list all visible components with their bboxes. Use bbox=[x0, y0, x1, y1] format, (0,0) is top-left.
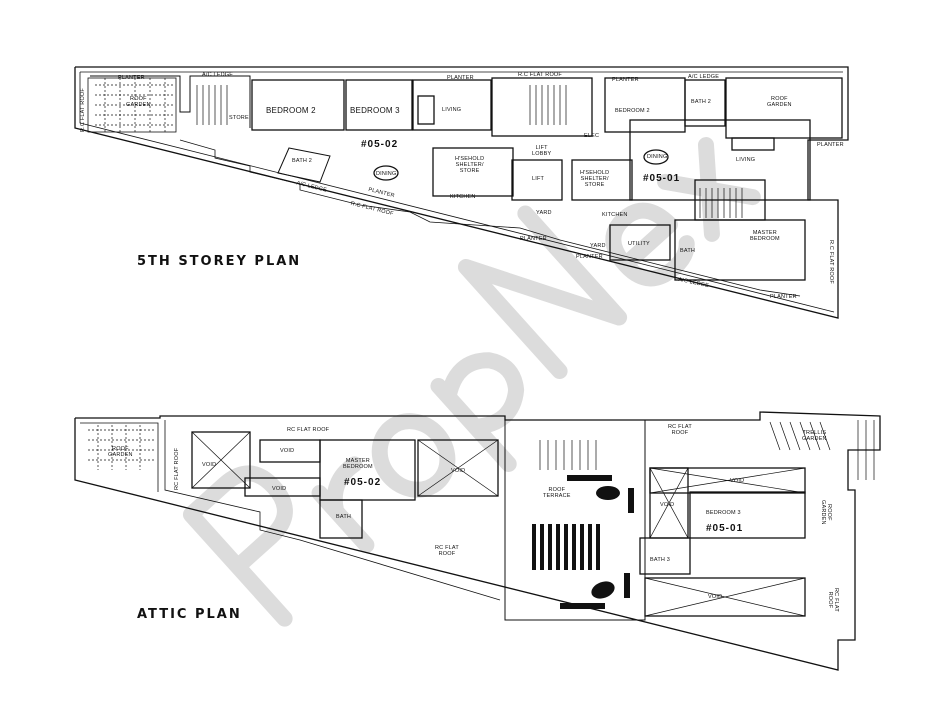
label-bath-3: BATH 3 bbox=[650, 557, 671, 563]
unit-number-0502-attic: #05-02 bbox=[344, 477, 382, 488]
label-kitchen-0501: KITCHEN bbox=[602, 212, 628, 218]
attic-plan-title: ATTIC PLAN bbox=[137, 607, 242, 622]
watermark-logo bbox=[182, 137, 761, 627]
label-living-0502: LIVING bbox=[442, 107, 462, 113]
label-planter: PLANTER bbox=[118, 75, 145, 81]
label-trellis-garden: TRELLIS GARDEN bbox=[802, 430, 827, 442]
label-kitchen-0502: KITCHEN bbox=[450, 194, 476, 200]
label-bedroom-3-0501: BEDROOM 3 bbox=[706, 510, 741, 516]
label-lift-lobby: LIFT LOBBY bbox=[532, 145, 552, 157]
label-rc-flat-roof: R.C FLAT ROOF bbox=[80, 88, 86, 132]
label-roof-garden-attic: ROOF GARDEN bbox=[820, 500, 832, 525]
attic-walls bbox=[74, 411, 881, 671]
label-void: VOID bbox=[272, 486, 287, 492]
label-lift: LIFT bbox=[532, 176, 545, 182]
label-bath-0502: BATH bbox=[336, 514, 352, 520]
label-rc-flat-roof: RC FLAT ROOF bbox=[827, 588, 839, 612]
label-bedroom-2-0502: BEDROOM 2 bbox=[266, 106, 316, 115]
label-bath-2-0502: BATH 2 bbox=[292, 158, 313, 164]
fifth-storey-plan-title: 5TH STOREY PLAN bbox=[137, 254, 302, 269]
unit-number-0502: #05-02 bbox=[361, 139, 399, 150]
label-bedroom-3-0502: BEDROOM 3 bbox=[350, 106, 400, 115]
fifth-storey-walls bbox=[74, 66, 849, 319]
label-yard-0502: YARD bbox=[536, 210, 552, 216]
label-roof-garden: ROOF GARDEN bbox=[126, 96, 151, 108]
label-dining-0502: DINING bbox=[376, 171, 397, 177]
label-utility: UTILITY bbox=[628, 241, 650, 247]
label-planter: PLANTER bbox=[447, 75, 474, 81]
label-void: VOID bbox=[660, 502, 675, 508]
label-bath-2-0501: BATH 2 bbox=[691, 99, 712, 105]
label-planter: PLANTER bbox=[817, 142, 844, 148]
label-void: VOID bbox=[730, 478, 745, 484]
label-planter: PLANTER bbox=[520, 236, 547, 242]
label-living-0501: LIVING bbox=[736, 157, 756, 163]
label-bedroom-2-0501: BEDROOM 2 bbox=[615, 108, 650, 114]
label-dining-0501: DINING bbox=[647, 154, 668, 160]
label-roof-garden-0501: ROOF GARDEN bbox=[767, 96, 792, 108]
label-planter: PLANTER bbox=[576, 254, 603, 260]
label-rc-flat-roof: RC FLAT ROOF bbox=[668, 424, 692, 436]
label-rc-flat-roof: RC FLAT ROOF bbox=[174, 447, 180, 490]
label-store: STORE bbox=[229, 115, 249, 121]
label-void: VOID bbox=[202, 462, 217, 468]
label-yard-0501: YARD bbox=[590, 243, 606, 249]
label-roof-garden-attic-left: ROOF GARDEN bbox=[108, 446, 133, 458]
label-rc-flat-roof: R.C FLAT ROOF bbox=[828, 240, 834, 284]
label-household-shelter-0502: H'SEHOLD SHELTER/ STORE bbox=[455, 156, 485, 174]
label-household-shelter-0501: H'SEHOLD SHELTER/ STORE bbox=[580, 170, 610, 188]
unit-number-0501-attic: #05-01 bbox=[706, 523, 744, 534]
label-rc-flat-roof: R.C FLAT ROOF bbox=[518, 72, 562, 78]
label-elec: ELEC bbox=[584, 133, 600, 139]
label-master-bedroom-0502: MASTER BEDROOM bbox=[343, 458, 373, 470]
label-void: VOID bbox=[451, 468, 466, 474]
label-ac-ledge: A/C LEDGE bbox=[202, 72, 234, 78]
label-roof-terrace: ROOF TERRACE bbox=[543, 487, 571, 499]
label-master-bedroom-0501: MASTER BEDROOM bbox=[750, 230, 780, 242]
label-planter: PLANTER bbox=[612, 77, 639, 83]
label-bath-0501: BATH bbox=[680, 248, 696, 254]
label-rc-flat-roof: RC FLAT ROOF bbox=[435, 545, 459, 557]
label-rc-flat-roof: RC FLAT ROOF bbox=[287, 427, 330, 433]
label-planter: PLANTER bbox=[770, 294, 797, 300]
label-void: VOID bbox=[280, 448, 295, 454]
unit-number-0501: #05-01 bbox=[643, 173, 681, 184]
label-ac-ledge: A/C LEDGE bbox=[688, 74, 720, 80]
label-void: VOID bbox=[708, 594, 723, 600]
